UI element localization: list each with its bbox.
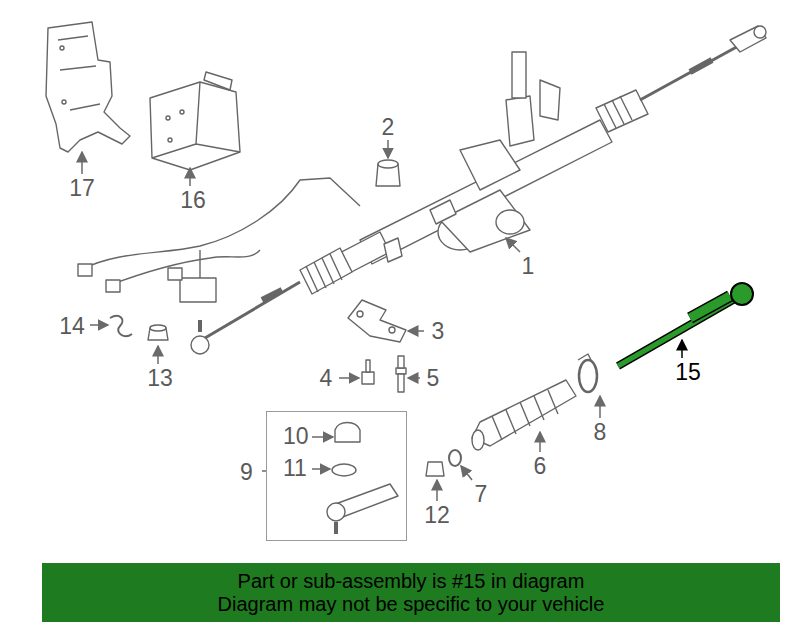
callout-number: 17 bbox=[69, 175, 95, 201]
parts bbox=[46, 22, 766, 534]
callout-number: 7 bbox=[475, 481, 488, 507]
callout-number: 6 bbox=[534, 453, 547, 479]
note-text: Part or sub-assembly is #15 in diagram bbox=[238, 570, 585, 593]
callout-number: 12 bbox=[424, 502, 450, 528]
inner-tie-rod bbox=[618, 283, 753, 366]
callout-number: 10 bbox=[283, 423, 309, 449]
callout-number: 4 bbox=[320, 365, 333, 391]
callout-number: 2 bbox=[382, 114, 395, 140]
group-box: 91011 bbox=[266, 411, 407, 541]
note-band: Part or sub-assembly is #15 in diagramDi… bbox=[42, 563, 780, 622]
leader-lines bbox=[82, 140, 600, 501]
callout-number: 16 bbox=[180, 187, 206, 213]
callout-number: 13 bbox=[147, 365, 173, 391]
callout-number: 11 bbox=[283, 455, 307, 481]
leader-line bbox=[681, 340, 683, 358]
note-text: Diagram may not be specific to your vehi… bbox=[218, 593, 605, 616]
callout-number: 8 bbox=[594, 419, 607, 445]
callout-number: 1 bbox=[522, 253, 535, 279]
callout-number: 14 bbox=[59, 313, 85, 339]
callout-number: 3 bbox=[432, 318, 445, 344]
callout-number: 9 bbox=[240, 459, 253, 485]
callout-number: 15 bbox=[675, 359, 701, 385]
callout-number: 5 bbox=[427, 365, 440, 391]
